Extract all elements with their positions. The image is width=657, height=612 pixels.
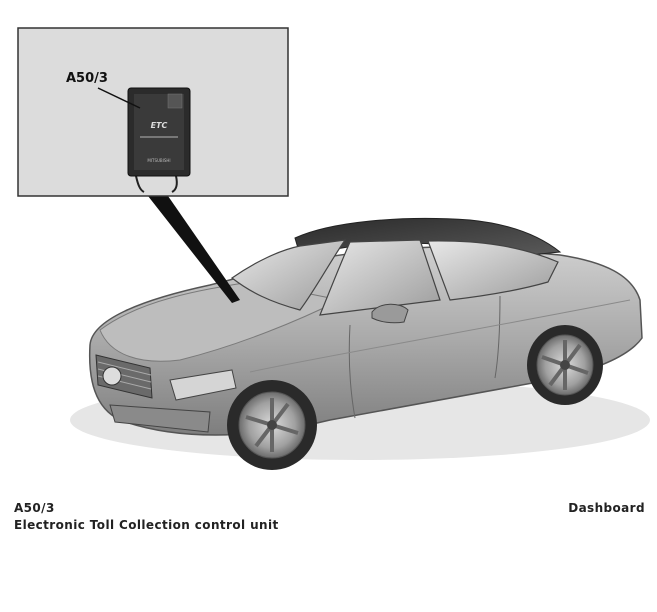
side-window-front xyxy=(319,239,441,316)
rear-wheel xyxy=(527,325,603,405)
etc-control-unit-device: ETC MITSUBISHI xyxy=(127,87,191,193)
vehicle-diagram: ETC MITSUBISHI A50/3 xyxy=(17,27,650,470)
body-crease xyxy=(249,299,631,373)
side-window-rear xyxy=(427,240,559,301)
windshield xyxy=(230,239,347,311)
brand-emblem-icon xyxy=(102,366,122,386)
door-line xyxy=(348,295,501,419)
side-mirror xyxy=(371,303,409,324)
inset-box: ETC MITSUBISHI A50/3 xyxy=(17,27,289,197)
headlight xyxy=(169,369,237,401)
front-wheel xyxy=(227,380,317,470)
component-location: Dashboard xyxy=(568,501,645,515)
device-brand-text: ETC xyxy=(151,121,168,130)
callout-label: A50/3 xyxy=(66,71,108,86)
device-maker-text: MITSUBISHI xyxy=(147,158,170,163)
component-code: A50/3 xyxy=(14,501,55,515)
lower-intake xyxy=(109,404,211,433)
label-leader-line xyxy=(97,87,141,109)
front-grille xyxy=(95,354,153,399)
car-illustration xyxy=(70,217,650,470)
component-description: Electronic Toll Collection control unit xyxy=(14,518,279,532)
callout-pointer xyxy=(148,196,240,303)
